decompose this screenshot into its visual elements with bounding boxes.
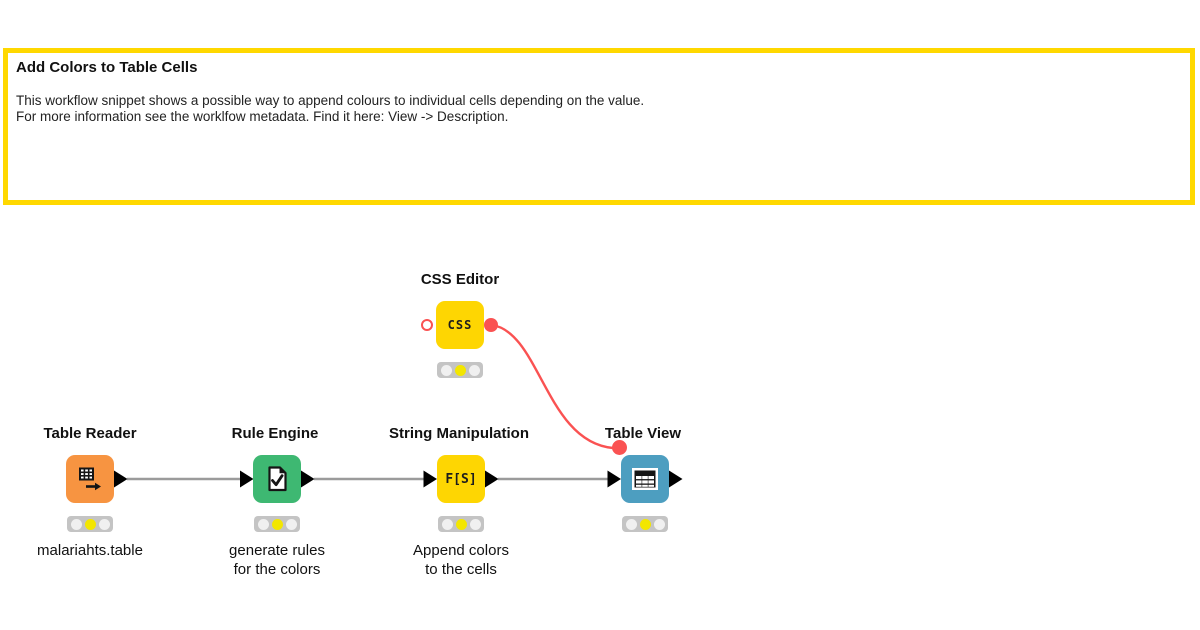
css-editor-icon: CSS [447, 318, 473, 332]
rule-engine-output-port[interactable] [301, 470, 315, 488]
string-manipulation-label-line1: Append colors [413, 542, 509, 559]
status-green-light [653, 518, 665, 530]
rule-engine-title: Rule Engine [231, 425, 319, 442]
table-view-icon [632, 468, 658, 490]
connection-csseditor-tableview-flowvar[interactable] [491, 323, 614, 450]
status-red-light [440, 364, 452, 376]
table-view-status-light [622, 516, 668, 532]
rule-engine-icon [268, 466, 287, 492]
table-reader-status-light [67, 516, 113, 532]
status-yellow-light [271, 518, 283, 530]
table-view-input-port[interactable] [607, 470, 622, 488]
string-manipulation-status-light [438, 516, 484, 532]
rule-engine-status-light [254, 516, 300, 532]
status-green-light [469, 518, 481, 530]
css-editor-node[interactable]: CSS [436, 301, 484, 349]
css-editor-flowvar-input-port[interactable] [421, 319, 433, 331]
annotation-body-line2: For more information see the worklfow me… [16, 108, 509, 124]
table-view-output-port[interactable] [669, 470, 683, 488]
table-view-title: Table View [604, 425, 682, 442]
string-manipulation-title: String Manipulation [389, 425, 529, 442]
status-yellow-light [639, 518, 651, 530]
rule-engine-node[interactable] [253, 455, 301, 503]
status-red-light [625, 518, 637, 530]
status-yellow-light [454, 364, 466, 376]
string-manipulation-input-port[interactable] [423, 470, 438, 488]
status-green-light [285, 518, 297, 530]
table-view-node[interactable] [621, 455, 669, 503]
table-reader-output-port[interactable] [114, 470, 128, 488]
string-manipulation-label[interactable]: Append colors to the cells [341, 541, 581, 579]
annotation-title: Add Colors to Table Cells [16, 59, 198, 76]
table-view-flowvar-input-port[interactable] [612, 440, 627, 455]
status-red-light [441, 518, 453, 530]
css-editor-flowvar-output-port[interactable] [484, 318, 498, 332]
table-reader-title: Table Reader [43, 425, 137, 442]
status-red-light [257, 518, 269, 530]
status-green-light [468, 364, 480, 376]
status-red-light [70, 518, 82, 530]
table-reader-label[interactable]: malariahts.table [37, 542, 143, 559]
css-editor-status-light [437, 362, 483, 378]
rule-engine-input-port[interactable] [240, 470, 254, 488]
string-manipulation-node[interactable]: F[S] [437, 455, 485, 503]
rule-engine-label[interactable]: generate rules for the colors [157, 541, 397, 579]
table-reader-node[interactable] [66, 455, 114, 503]
string-manipulation-label-line2: to the cells [425, 561, 497, 578]
annotation-body-line1: This workflow snippet shows a possible w… [16, 93, 645, 108]
workflow-annotation[interactable]: Add Colors to Table Cells This workflow … [3, 48, 1195, 205]
status-yellow-light [455, 518, 467, 530]
status-green-light [98, 518, 110, 530]
string-manipulation-icon: F[S] [445, 471, 477, 487]
string-manipulation-output-port[interactable] [485, 470, 499, 488]
rule-engine-label-line1: generate rules [229, 542, 325, 559]
css-editor-title: CSS Editor [420, 271, 500, 288]
status-yellow-light [84, 518, 96, 530]
table-reader-icon [78, 467, 101, 490]
rule-engine-label-line2: for the colors [233, 561, 321, 578]
